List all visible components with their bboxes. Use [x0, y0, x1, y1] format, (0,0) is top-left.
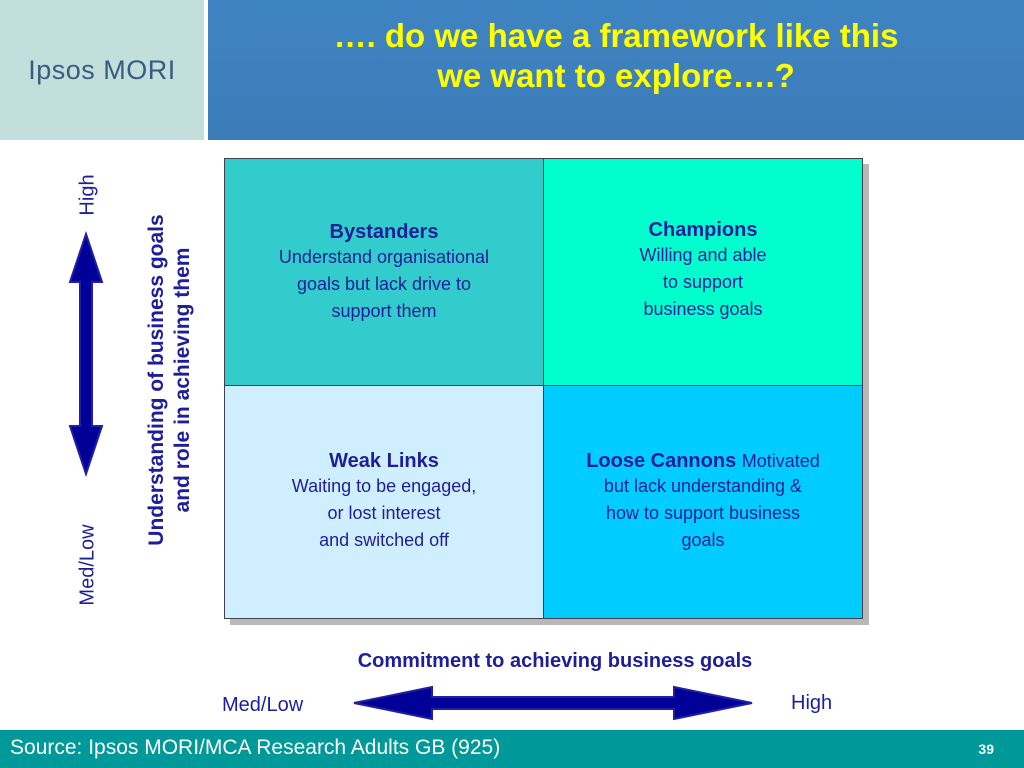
quadrant-weak-links: Weak Links Waiting to be engaged, or los… [224, 385, 544, 619]
source-note: Source: Ipsos MORI/MCA Research Adults G… [10, 736, 501, 759]
quadrant-desc-line: how to support business [605, 503, 801, 523]
quadrant-desc-line: goals [681, 530, 725, 550]
quadrant-desc-lead: Motivated [741, 451, 820, 471]
footer-bar: Source: Ipsos MORI/MCA Research Adults G… [0, 730, 1024, 768]
vertical-high-label-box: High [68, 165, 108, 225]
slide-title: …. do we have a framework like this we w… [266, 16, 966, 96]
quadrant-desc-line: business goals [643, 299, 763, 319]
quadrant-desc-line: to support [662, 272, 744, 292]
quadrant-champions: Champions Willing and able to support bu… [543, 158, 863, 386]
quadrant-title: Champions [648, 219, 758, 241]
slide-title-line-2: we want to explore….? [437, 57, 795, 94]
vertical-low-label-box: Med/Low [68, 505, 108, 625]
logo-panel: Ipsos MORI [0, 0, 204, 140]
logo-word-mori: MORI [103, 54, 176, 85]
quadrant-loose-cannons: Loose Cannons Motivated but lack underst… [543, 385, 863, 619]
quadrant-title: Bystanders [329, 221, 439, 243]
quadrant-desc-line: goals but lack drive to [296, 274, 472, 294]
vertical-axis-title-line-2: and role in achieving them [171, 247, 194, 513]
quadrant-bystanders: Bystanders Understand organisational goa… [224, 158, 544, 386]
slide-title-line-1: …. do we have a framework like this [333, 17, 899, 54]
quadrant-desc-line: Waiting to be engaged, [291, 476, 477, 496]
quadrant-desc-line: and switched off [319, 530, 449, 550]
vertical-low-label: Med/Low [76, 524, 99, 606]
ipsos-mori-logo: Ipsos MORI [28, 55, 176, 86]
horizontal-high-label: High [791, 692, 833, 714]
quadrant-title-row: Loose Cannons Motivated [554, 450, 852, 473]
quadrant-title: Loose Cannons [586, 450, 737, 472]
page-number: 39 [978, 741, 994, 757]
quadrant-desc-line: Understand organisational [278, 247, 490, 267]
vertical-axis-title: Understanding of business goals and role… [144, 214, 196, 545]
quadrant-desc-line: support them [331, 301, 437, 321]
header-divider [204, 0, 208, 140]
vertical-axis-title-box: Understanding of business goals and role… [120, 170, 220, 590]
horizontal-low-label: Med/Low [222, 694, 304, 716]
quadrant-desc-line: or lost interest [327, 503, 441, 523]
vertical-high-label: High [76, 174, 99, 216]
quadrant-desc-line: Willing and able [639, 245, 767, 265]
logo-word-ipsos: Ipsos [28, 54, 96, 85]
horizontal-axis-title: Commitment to achieving business goals [357, 650, 753, 672]
vertical-double-arrow-icon [68, 230, 104, 478]
horizontal-double-arrow-icon [353, 685, 753, 721]
vertical-axis-title-line-1: Understanding of business goals [145, 214, 168, 546]
quadrant-title: Weak Links [329, 450, 439, 472]
quadrant-desc-line: but lack understanding & [603, 476, 803, 496]
header-banner: …. do we have a framework like this we w… [208, 0, 1024, 140]
